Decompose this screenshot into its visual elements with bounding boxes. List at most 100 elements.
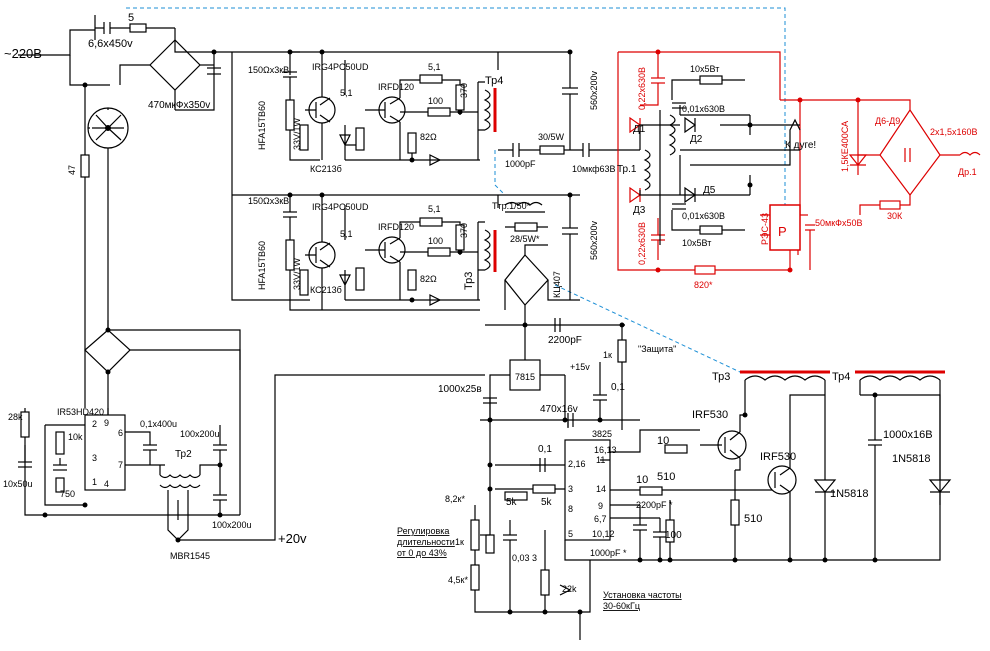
label-r370-bot: 370 bbox=[459, 223, 469, 238]
label-fuse: 5 bbox=[128, 12, 134, 24]
label-snub-top: 150Ωx3кВ bbox=[248, 65, 289, 75]
label-igbt-top: IRG4PC50UD bbox=[312, 62, 369, 72]
label-r370-top: 370 bbox=[459, 83, 469, 98]
label-c022a: 0,22x630В bbox=[637, 67, 647, 110]
label-kc-bot: КС213б bbox=[310, 285, 342, 295]
junction-dots bbox=[42, 49, 878, 615]
label-ttr: Ттр.1/50* bbox=[492, 201, 531, 211]
label-r10b: 10 bbox=[636, 474, 648, 486]
label-ic7815: 7815 bbox=[515, 372, 535, 382]
label-c2x1: 2x1,5x160В bbox=[930, 127, 978, 137]
label-ic3825: 3825 bbox=[592, 429, 612, 439]
label-r100-bot: 100 bbox=[428, 236, 443, 246]
label-1n5818b: 1N5818 bbox=[830, 488, 869, 500]
label-r100c: 100 bbox=[665, 530, 682, 541]
label-r10x5b: 10x5Вт bbox=[682, 238, 711, 248]
label-relay-name: РЭС-43 bbox=[760, 213, 770, 245]
label-c01b: 0,1 bbox=[538, 444, 552, 455]
label-1n5818a: 1N5818 bbox=[892, 453, 931, 465]
label-irfd-bot: IRFD120 bbox=[378, 222, 414, 232]
label-hfa-bot: HFA15TB60 bbox=[257, 241, 267, 290]
label-mains-cap: 6,6x450v bbox=[88, 38, 133, 50]
label-pins-6-7: 6,7 bbox=[594, 514, 607, 524]
label-zashita: "Защита" bbox=[638, 344, 676, 354]
label-filter-cap: 470мкФx350v bbox=[148, 100, 210, 111]
label-c100x200a: 100x200u bbox=[180, 429, 220, 439]
label-v20: +20v bbox=[278, 531, 307, 546]
label-r820: 820* bbox=[694, 280, 713, 290]
label-kc407: КЦ407 bbox=[552, 271, 562, 298]
label-tr1: Тр.1 bbox=[617, 164, 637, 175]
label-freq-note-1: Установка частоты bbox=[603, 590, 682, 600]
label-relay-p: P bbox=[778, 224, 787, 239]
label-c50x50: 50мкФx50В bbox=[815, 218, 863, 228]
output-stage bbox=[617, 51, 981, 275]
label-ic-p7: 7 bbox=[118, 460, 123, 470]
label-k-duge: К дуге! bbox=[785, 140, 816, 151]
label-ic-p9: 9 bbox=[104, 418, 109, 428]
label-pin8: 8 bbox=[568, 504, 573, 514]
label-v33-bot: 33V/1W bbox=[292, 257, 302, 290]
label-mains: ~220В bbox=[4, 46, 42, 61]
label-r1k-b: 1к bbox=[455, 537, 464, 547]
label-r28-5: 28/5W* bbox=[510, 234, 540, 244]
label-pins-10-12: 10,12 bbox=[592, 529, 615, 539]
label-v15: +15v bbox=[570, 362, 590, 372]
label-d6d9: Д6-Д9 bbox=[875, 116, 900, 126]
label-r5k-b: 5k bbox=[541, 497, 553, 508]
label-freq-note-2: 30-60кГц bbox=[603, 601, 640, 611]
label-ir-ic: IR53HD420 bbox=[57, 407, 104, 417]
label-c022b: 0,22x630В bbox=[637, 222, 647, 265]
label-kc-top: КС213б bbox=[310, 164, 342, 174]
label-tr3-big: Тр3 bbox=[712, 371, 730, 383]
label-c1000pf-b: 1000pF * bbox=[590, 548, 627, 558]
label-r5-1a: 5,1 bbox=[428, 62, 441, 72]
label-c2200pf-b: 2200pF * bbox=[636, 500, 673, 510]
label-d1: Д1 bbox=[633, 124, 646, 135]
label-reg-note-2: длительности bbox=[397, 537, 455, 547]
label-pins-2-16: 2,16 bbox=[568, 459, 586, 469]
label-reg-note-3: от 0 до 43% bbox=[397, 548, 447, 558]
label-c560-top: 560x200v bbox=[589, 70, 599, 110]
label-r750: 750 bbox=[60, 489, 75, 499]
label-d3: Д3 bbox=[633, 205, 646, 216]
label-d15: 1,5КЕ400СА bbox=[840, 121, 850, 172]
label-igbt-bot: IRG4PC50UD bbox=[312, 202, 369, 212]
label-r1k-a: 1к bbox=[603, 350, 612, 360]
label-c10x50: 10x50u bbox=[3, 479, 33, 489]
label-c001a: 0,01x630В bbox=[682, 104, 725, 114]
label-pin3: 3 bbox=[568, 484, 573, 494]
label-r5k-a: 5k bbox=[506, 497, 518, 508]
label-pin5: 5 bbox=[568, 529, 573, 539]
label-r30-5: 30/5W bbox=[538, 132, 565, 142]
label-r82k: 8,2к* bbox=[445, 494, 465, 504]
label-d5: Д5 bbox=[703, 185, 716, 196]
label-r51-bot: 5,1 bbox=[340, 229, 353, 239]
label-r82-top: 82Ω bbox=[420, 132, 437, 142]
component-labels: ~220В 6,6x450v 5 470мкФx350v 47 150Ωx3кВ… bbox=[3, 12, 978, 611]
label-irfd-top: IRFD120 bbox=[378, 82, 414, 92]
label-r10a: 10 bbox=[657, 435, 669, 447]
label-d2: Д2 bbox=[690, 134, 703, 145]
label-c0033: 0,03 3 bbox=[512, 553, 537, 563]
label-r5-1b: 5,1 bbox=[428, 204, 441, 214]
label-r51-top: 5,1 bbox=[340, 88, 353, 98]
label-c001b: 0,01x630В bbox=[682, 211, 725, 221]
label-c100x200b: 100x200u bbox=[212, 520, 252, 530]
label-pin14: 14 bbox=[596, 484, 606, 494]
label-c2200pf: 2200pF bbox=[548, 335, 582, 346]
label-c560-bot: 560x200v bbox=[589, 220, 599, 260]
label-r510a: 510 bbox=[657, 471, 675, 483]
label-hfa-top: HFA15TB60 bbox=[257, 101, 267, 150]
label-tr3-small: Тр3 bbox=[463, 272, 475, 290]
label-r510b: 510 bbox=[744, 513, 762, 525]
label-ic-p6: 6 bbox=[118, 428, 123, 438]
label-reg-note-1: Регулировка bbox=[397, 526, 449, 536]
control-section bbox=[470, 318, 740, 640]
top-switch-section bbox=[231, 51, 640, 301]
label-irf530b: IRF530 bbox=[760, 451, 796, 463]
label-pin9: 9 bbox=[598, 501, 603, 511]
label-tr4: Тр4 bbox=[485, 75, 503, 87]
label-c1000pf: 1000pF bbox=[505, 159, 536, 169]
